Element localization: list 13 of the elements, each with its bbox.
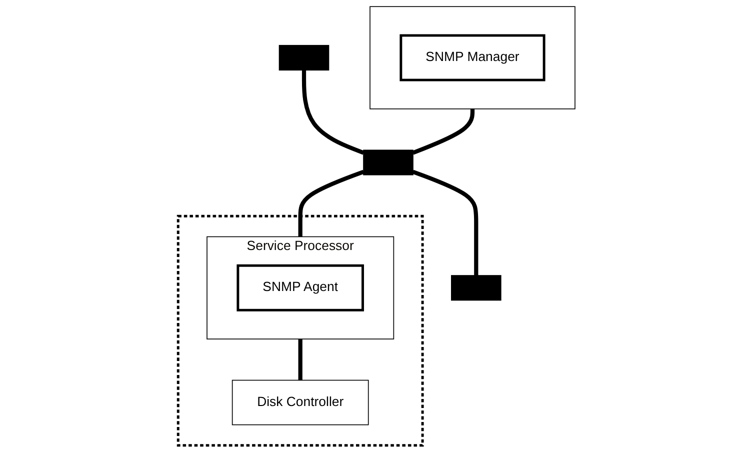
connector xyxy=(412,108,475,155)
node-box xyxy=(451,275,502,301)
connector xyxy=(298,339,303,380)
node-box xyxy=(279,44,330,71)
node-box: SNMP Manager xyxy=(400,34,546,82)
node-box: SNMP Agent xyxy=(237,264,364,312)
node-bar xyxy=(364,150,414,176)
connector xyxy=(298,170,365,237)
connector xyxy=(412,170,479,276)
node-box: Disk Controller xyxy=(232,380,370,426)
cluster xyxy=(177,214,424,447)
cluster xyxy=(370,6,576,110)
connector xyxy=(302,70,365,155)
